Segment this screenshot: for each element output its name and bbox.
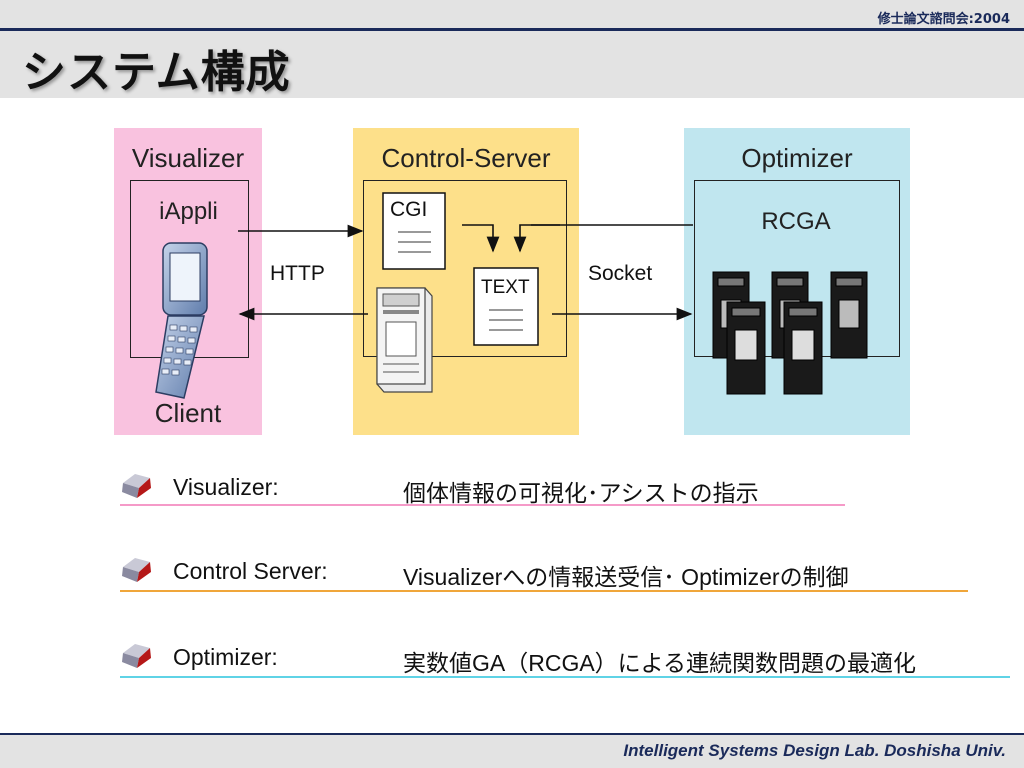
footer-bar [0, 733, 1024, 768]
cube-bullet-icon [122, 558, 151, 582]
cgi-to-text-arrow [462, 224, 500, 253]
lab-name: Intelligent Systems Design Lab. Doshisha… [623, 741, 1006, 760]
visualizer-label: Visualizer [131, 143, 245, 173]
optimizer-label: Optimizer [741, 143, 853, 173]
bullet-underline [120, 504, 845, 506]
cgi-label: CGI [390, 198, 428, 221]
text-label: TEXT [481, 277, 530, 298]
cube-bullet-icon [122, 644, 151, 668]
bullet-optimizer: Optimizer: 実数値GA（RCGA）による連続関数問題の最適化 [120, 636, 1010, 678]
text-document-icon [473, 267, 539, 346]
iappli-label: iAppli [159, 198, 218, 225]
bullet-underline [120, 676, 1010, 678]
control-server-box [363, 180, 567, 357]
bullet-value: Visualizerへの情報送受信･ Optimizerの制御 [403, 564, 849, 590]
bullet-underline [120, 590, 968, 592]
bullet-key: Optimizer: [173, 644, 278, 670]
control-server-label: Control-Server [381, 143, 551, 173]
bullet-key: Visualizer: [173, 474, 279, 500]
bullet-value: 実数値GA（RCGA）による連続関数問題の最適化 [403, 650, 916, 676]
header-divider [0, 28, 1024, 31]
optimizer-to-text-arrow [513, 224, 560, 253]
bullet-control-server: Control Server: Visualizerへの情報送受信･ Optim… [120, 550, 968, 592]
conference-label: 修士論文諮問会:2004 [877, 12, 1010, 27]
mobile-phone-icon [155, 242, 208, 399]
slide-title: システム構成 [22, 47, 291, 98]
client-label: Client [154, 398, 222, 428]
bullet-visualizer: Visualizer: 個体情報の可視化･アシストの指示 [120, 466, 845, 506]
cgi-document-icon [382, 192, 446, 270]
server-tower-icon [376, 287, 433, 393]
cube-bullet-icon [122, 474, 151, 498]
footer-divider [0, 733, 1024, 735]
socket-label: Socket [588, 262, 653, 285]
header-bar [0, 0, 1024, 98]
bullet-value: 個体情報の可視化･アシストの指示 [403, 480, 759, 506]
server-cluster-icon [712, 271, 868, 395]
rcga-label: RCGA [761, 208, 831, 235]
http-label: HTTP [270, 262, 325, 285]
bullet-key: Control Server: [173, 558, 328, 584]
